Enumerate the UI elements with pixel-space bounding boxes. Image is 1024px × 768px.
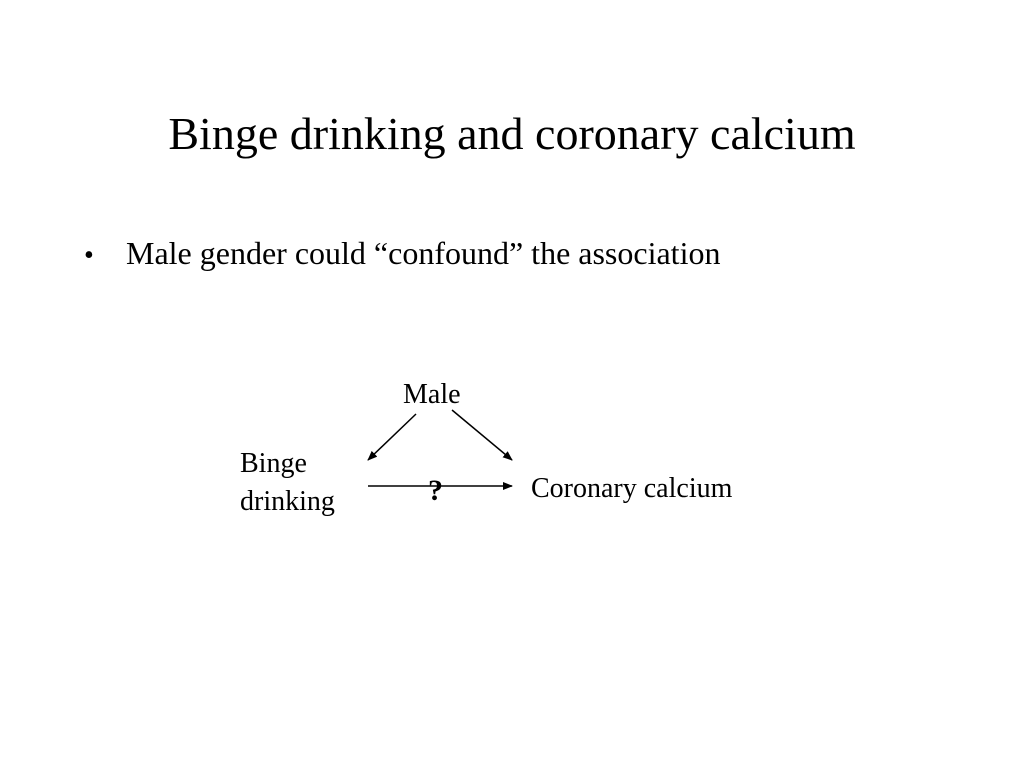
node-coronary-calcium: Coronary calcium <box>531 473 733 504</box>
node-binge-drinking: Binge drinking <box>240 445 380 521</box>
bullet-item: • Male gender could “confound” the assoc… <box>84 232 720 277</box>
bullet-text: Male gender could “confound” the associa… <box>126 235 721 271</box>
edge-male-to-calcium <box>451 409 513 461</box>
node-binge-line1: Binge <box>240 448 307 479</box>
bullet-list: • Male gender could “confound” the assoc… <box>84 232 720 277</box>
node-male: Male <box>403 379 461 410</box>
node-binge-line2: drinking <box>240 486 335 517</box>
edge-label-question: ? <box>428 474 443 507</box>
bullet-marker: • <box>84 240 94 271</box>
slide-title: Binge drinking and coronary calcium <box>168 108 856 159</box>
